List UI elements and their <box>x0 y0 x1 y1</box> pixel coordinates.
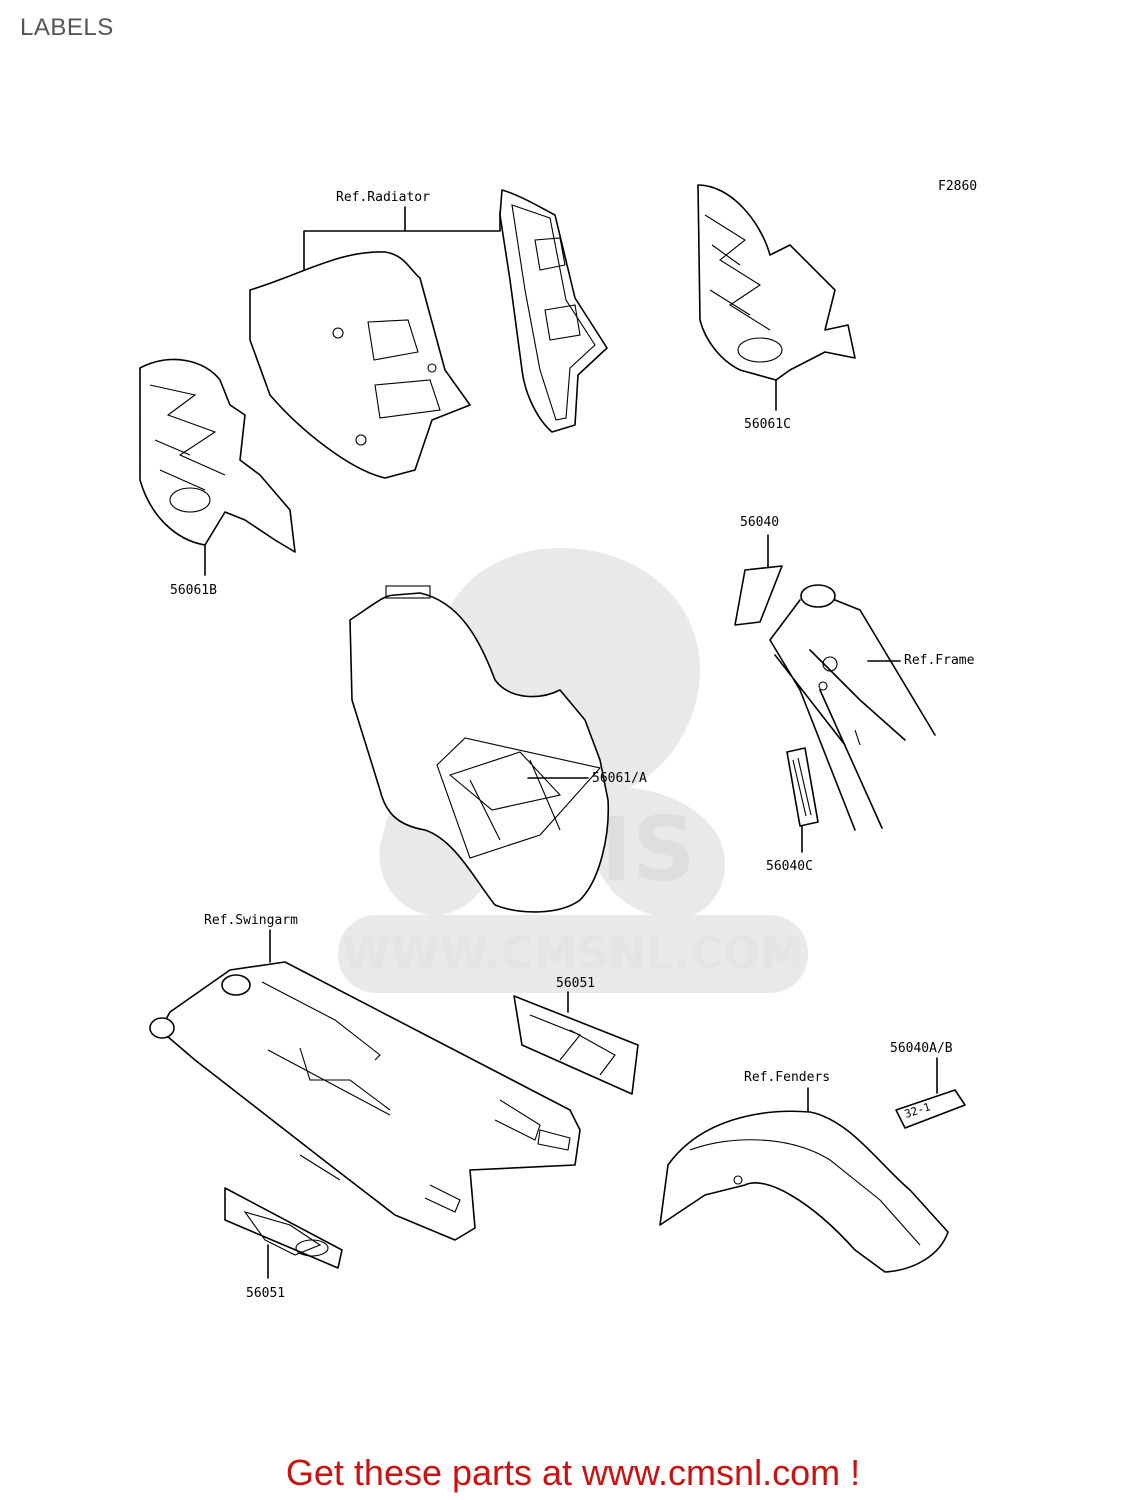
radiator-side-panel <box>499 189 608 433</box>
footer-cta-link[interactable]: Get these parts at www.cmsnl.com ! <box>285 1452 861 1493</box>
callout-56040ab: 56040A/B <box>890 1041 953 1056</box>
label-56040c <box>786 747 819 827</box>
callout-56061a: 56061/A <box>592 771 647 786</box>
figure-code: F2860 <box>938 179 977 194</box>
decal-56051-lower <box>224 1187 343 1269</box>
label-56040ab: 32-1 <box>895 1089 966 1129</box>
leader-ref-radiator <box>303 206 501 276</box>
decal-56051-upper <box>513 995 639 1095</box>
watermark-text: WWW.CMSNL.COM <box>342 928 804 979</box>
diagram-canvas: WWW.CMSNL.COM CMS F2860 Ref.Radiator <box>139 179 977 1301</box>
rear-fender <box>659 1110 949 1273</box>
decal-56061b <box>139 358 296 553</box>
swingarm <box>149 961 581 1241</box>
label-56040 <box>734 565 783 626</box>
callout-ref-radiator: Ref.Radiator <box>336 190 430 205</box>
frame <box>769 584 936 831</box>
radiator-shroud <box>249 251 471 479</box>
callout-56051-upper: 56051 <box>556 976 595 991</box>
callout-ref-swingarm: Ref.Swingarm <box>204 913 298 928</box>
callout-ref-fenders: Ref.Fenders <box>744 1070 830 1085</box>
page-title: LABELS <box>20 14 114 41</box>
fuel-tank <box>349 585 610 913</box>
callout-56040: 56040 <box>740 515 779 530</box>
callout-56061c: 56061C <box>744 417 791 432</box>
callout-ref-frame: Ref.Frame <box>904 653 975 668</box>
callout-56040c: 56040C <box>766 859 813 874</box>
callout-56051-lower: 56051 <box>246 1286 285 1301</box>
decal-56061c <box>697 184 856 381</box>
callout-56061b: 56061B <box>170 583 217 598</box>
